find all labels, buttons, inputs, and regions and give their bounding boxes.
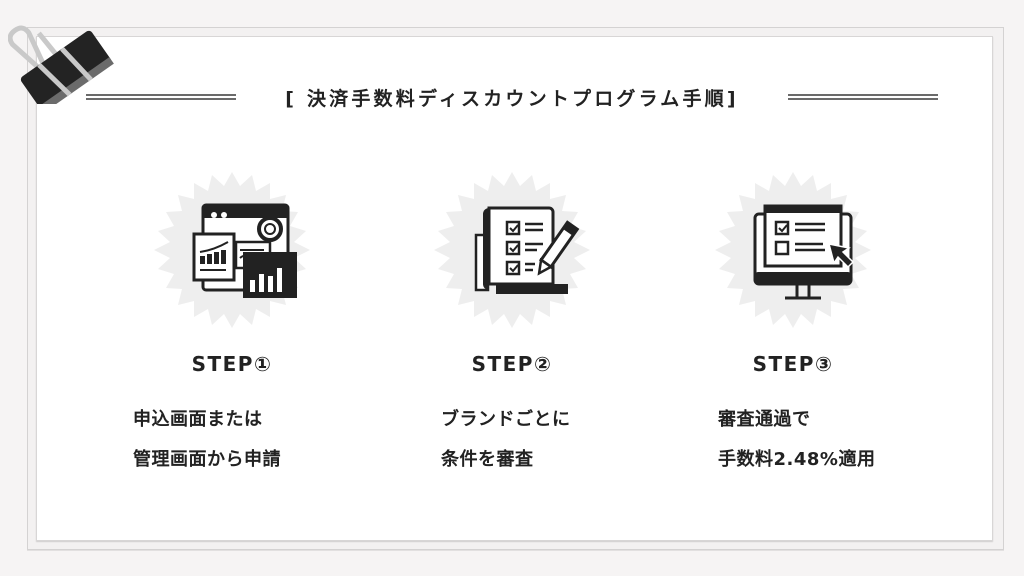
step-3-label: STEP③: [752, 352, 834, 376]
step-2-label: STEP②: [471, 352, 553, 376]
step-3-line-2: 手数料2.48%適用: [718, 449, 876, 470]
step-1-badge: [154, 172, 310, 328]
step-1: STEP① 申込画面または 管理画面から申請: [92, 172, 372, 492]
step-1-description: 申込画面または 管理画面から申請: [133, 400, 281, 480]
step-3-badge: [715, 172, 871, 328]
checklist-pencil-icon: [474, 206, 580, 294]
step-3-description: 審査通過で 手数料2.48%適用: [718, 400, 875, 480]
title-rule-left: [86, 94, 236, 100]
step-2-badge: [434, 172, 590, 328]
binder-clip-icon: [8, 25, 114, 104]
step-2-line-2: 条件を審査: [441, 449, 534, 470]
step-2-description: ブランドごとに 条件を審査: [441, 400, 571, 480]
title-row: [ 決済手数料ディスカウントプログラム手順]: [86, 82, 938, 112]
title-rule-right: [787, 94, 938, 100]
step-3: STEP③ 審査通過で 手数料2.48%適用: [653, 172, 933, 492]
monitor-checklist-cursor-icon: [753, 204, 855, 300]
step-1-line-1: 申込画面または: [133, 409, 263, 430]
step-1-label: STEP①: [191, 352, 273, 376]
dashboard-analytics-icon: [192, 203, 297, 298]
page-title: [ 決済手数料ディスカウントプログラム手順]: [285, 87, 739, 110]
step-2-line-1: ブランドごとに: [441, 409, 571, 430]
step-1-line-2: 管理画面から申請: [133, 449, 281, 470]
step-3-line-1: 審査通過で: [718, 409, 811, 430]
step-2: STEP② ブランドごとに 条件を審査: [372, 172, 652, 492]
